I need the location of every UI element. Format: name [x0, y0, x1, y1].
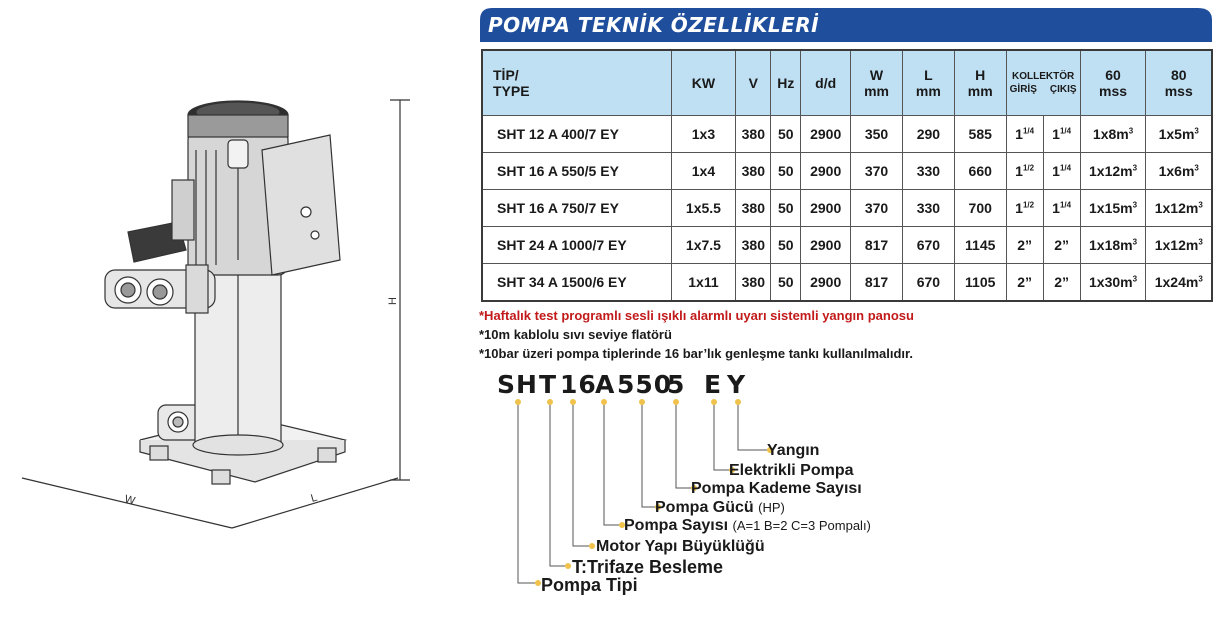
code-5: 5: [667, 370, 686, 399]
code-sh: SH: [497, 370, 538, 399]
header-kw: KW: [670, 49, 737, 116]
header-hz: Hz: [770, 49, 802, 116]
code-e: E: [704, 370, 723, 399]
code-16: 16: [560, 370, 597, 399]
legend-elektrikli-pompa: Elektrikli Pompa: [729, 462, 854, 479]
code-legend-lines: [515, 399, 773, 586]
legend-yangin: Yangın: [767, 442, 820, 459]
code-a: A: [595, 370, 616, 399]
legend-pompa-gucu: Pompa Gücü (HP): [655, 499, 785, 516]
note-level-float: *10m kablolu sıvı seviye flatörü: [479, 327, 672, 342]
code-t: T: [539, 370, 558, 399]
section-banner: POMPA TEKNİK ÖZELLİKLERİ: [480, 8, 1212, 42]
header-dd: d/d: [800, 49, 852, 116]
dimension-w-label: W: [123, 493, 137, 507]
dimension-h-label: H: [387, 297, 399, 305]
legend-motor-yapi: Motor Yapı Büyüklüğü: [596, 538, 765, 555]
table-row: SHT 16 A 750/7 EY 1x5.5 380 50 2900 370 …: [481, 189, 1213, 227]
notes-block: *Haftalık test programlı sesli ışıklı al…: [479, 306, 914, 363]
note-alarm-panel: *Haftalık test programlı sesli ışıklı al…: [479, 308, 914, 323]
dimension-w-line: [21, 477, 233, 529]
header-tip: TİP/TYPE: [481, 49, 672, 116]
header-v: V: [735, 49, 772, 116]
table-row: SHT 12 A 400/7 EY 1x3 380 50 2900 350 29…: [481, 115, 1213, 153]
table-row: SHT 16 A 550/5 EY 1x4 380 50 2900 370 33…: [481, 152, 1213, 190]
pump-drawing: H W L: [21, 99, 410, 529]
dimension-l-line: [231, 477, 399, 529]
table-row: SHT 34 A 1500/6 EY 1x11 380 50 2900 817 …: [481, 263, 1213, 302]
table-row: SHT 24 A 1000/7 EY 1x7.5 380 50 2900 817…: [481, 226, 1213, 264]
code-550: 550: [617, 370, 673, 399]
note-expansion-tank: *10bar üzeri pompa tiplerinde 16 bar’lık…: [479, 346, 913, 361]
code-y: Y: [727, 370, 747, 399]
dimension-l-label: L: [310, 492, 319, 505]
legend-pompa-sayisi: Pompa Sayısı (A=1 B=2 C=3 Pompalı): [624, 517, 871, 534]
banner-title: POMPA TEKNİK ÖZELLİKLERİ: [488, 13, 820, 37]
legend-pompa-tipi: Pompa Tipi: [541, 575, 638, 595]
legend-kademe-sayisi: Pompa Kademe Sayısı: [691, 480, 862, 497]
legend-trifaze: T:Trifaze Besleme: [572, 557, 724, 577]
